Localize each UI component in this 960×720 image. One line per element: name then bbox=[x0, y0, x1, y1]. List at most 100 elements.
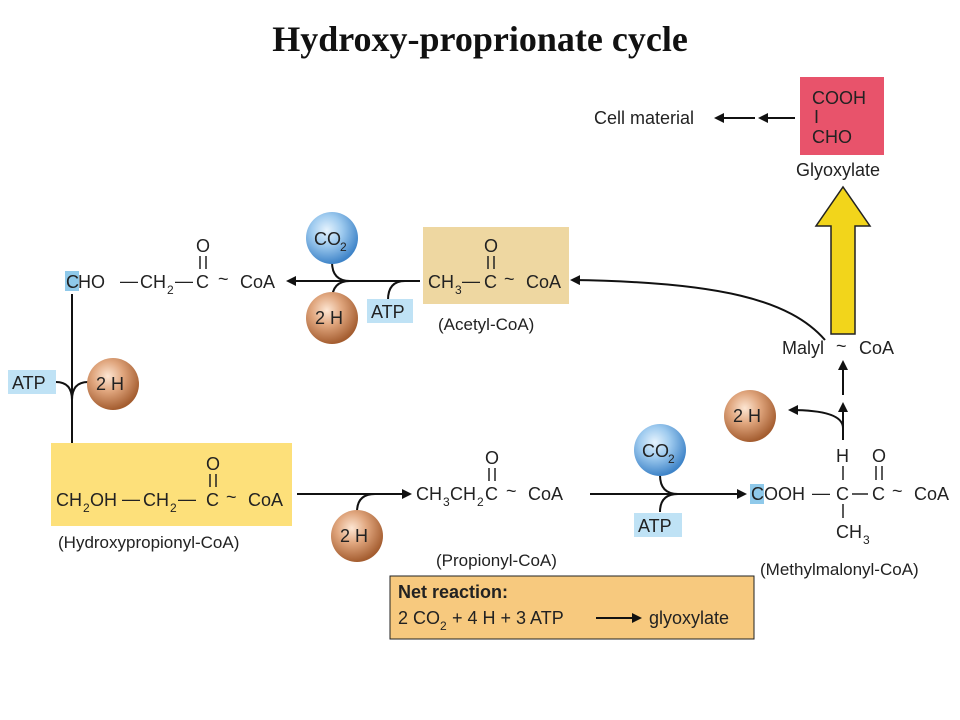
methylmalonyl-h: H bbox=[836, 446, 849, 466]
net-reaction-eq-a: 2 CO bbox=[398, 608, 440, 628]
net-reaction-label: Net reaction: bbox=[398, 582, 508, 602]
hydroxy-ch2oh: CH bbox=[56, 490, 82, 510]
methylmalonyl-c1: C bbox=[836, 484, 849, 504]
two-h-ball-left bbox=[87, 358, 139, 410]
aldehyde-tilde: ~ bbox=[218, 269, 229, 289]
acetyl-coa: CoA bbox=[526, 272, 561, 292]
cell-material-label: Cell material bbox=[594, 108, 694, 128]
two-h-curve-bottom bbox=[356, 493, 376, 513]
aldehyde-ho: HO bbox=[78, 272, 105, 292]
atp-curve-top bbox=[387, 280, 406, 301]
hydroxy-oh: OH bbox=[90, 490, 117, 510]
aldehyde-c: C bbox=[66, 272, 79, 292]
aldehyde-ch2: CH bbox=[140, 272, 166, 292]
methylmalonyl-ch3-sub: 3 bbox=[863, 533, 870, 547]
atp-box-top bbox=[367, 299, 413, 323]
diagram-title: Hydroxy-proprionate cycle bbox=[272, 19, 688, 59]
propionyl-sub3: 3 bbox=[443, 495, 450, 509]
glyoxylate-label: Glyoxylate bbox=[796, 160, 880, 180]
net-reaction-box bbox=[389, 575, 755, 640]
two-h-ball-bottom bbox=[331, 510, 383, 562]
co2-curve-bottom bbox=[659, 474, 679, 495]
methylmalonyl-ch3: CH bbox=[836, 522, 862, 542]
propionyl-ch: CH bbox=[416, 484, 442, 504]
hydroxy-o: O bbox=[206, 454, 220, 474]
acetyl-tilde: ~ bbox=[504, 269, 515, 289]
hydroxy-coa: CoA bbox=[248, 490, 283, 510]
atp-left-label: ATP bbox=[12, 373, 46, 393]
atp-bottom-label: ATP bbox=[638, 516, 672, 536]
acetyl-c: C bbox=[484, 272, 497, 292]
aldehyde-dash2: — bbox=[175, 271, 193, 291]
aldehyde-c-carbonyl: C bbox=[196, 272, 209, 292]
propionyl-tilde: ~ bbox=[506, 481, 517, 501]
atp-curve-left bbox=[55, 381, 73, 401]
net-reaction-eq-b: + 4 H + 3 ATP bbox=[452, 608, 564, 628]
two-h-ball-top bbox=[306, 292, 358, 344]
acetyl-o: O bbox=[484, 236, 498, 256]
methylmalonyl-coa: CoA bbox=[914, 484, 949, 504]
aldehyde-o: O bbox=[196, 236, 210, 256]
two-h-bottom-label: 2 H bbox=[340, 526, 368, 546]
hydroxy-tilde: ~ bbox=[226, 487, 237, 507]
atp-top-label: ATP bbox=[371, 302, 405, 322]
malyl-tilde: ~ bbox=[836, 336, 847, 356]
hydroxy-dash2: — bbox=[178, 489, 196, 509]
hydroxypropionyl-coa-box bbox=[51, 443, 292, 526]
glyoxylate-cooh: COOH bbox=[812, 88, 866, 108]
propionyl-o: O bbox=[485, 448, 499, 468]
co2-bottom-sub: 2 bbox=[668, 452, 675, 466]
two-h-right-label: 2 H bbox=[733, 406, 761, 426]
propionyl-coa-label: (Propionyl-CoA) bbox=[436, 551, 557, 570]
aldehyde-dash1: — bbox=[120, 271, 138, 291]
co2-uptake-curve-top bbox=[331, 261, 351, 282]
acetyl-ch3-sub: 3 bbox=[455, 283, 462, 297]
co2-ball-top bbox=[306, 212, 358, 264]
acetyl-coa-box bbox=[423, 227, 569, 304]
propionyl-sub2: 2 bbox=[477, 495, 484, 509]
propionyl-ch2: CH bbox=[450, 484, 476, 504]
aldehyde-c-highlight bbox=[65, 271, 79, 291]
methylmalonyl-c-highlight-text: C bbox=[751, 484, 764, 504]
propionyl-c: C bbox=[485, 484, 498, 504]
glyoxylate-cho: CHO bbox=[812, 127, 852, 147]
hydroxy-dash1: — bbox=[122, 489, 140, 509]
atp-curve-bottom bbox=[659, 493, 679, 513]
malyl-label: Malyl bbox=[782, 338, 824, 358]
hydroxy-c: C bbox=[206, 490, 219, 510]
methylmalonyl-dash: — bbox=[812, 483, 830, 503]
methylmalonyl-o: O bbox=[872, 446, 886, 466]
aldehyde-ch2-sub: 2 bbox=[167, 283, 174, 297]
acetyl-coa-label: (Acetyl-CoA) bbox=[438, 315, 534, 334]
two-h-top-label: 2 H bbox=[315, 308, 343, 328]
net-reaction-eq-sub: 2 bbox=[440, 619, 447, 633]
methylmalonyl-ooh: OOH bbox=[764, 484, 805, 504]
methylmalonyl-coa-label: (Methylmalonyl-CoA) bbox=[760, 560, 919, 579]
hydroxypropionyl-coa-label: (Hydroxypropionyl-CoA) bbox=[58, 533, 239, 552]
co2-ball-bottom bbox=[634, 424, 686, 476]
atp-box-left bbox=[8, 370, 56, 394]
methylmalonyl-tilde: ~ bbox=[892, 481, 903, 501]
hydroxy-ch2: CH bbox=[143, 490, 169, 510]
two-h-left-label: 2 H bbox=[96, 374, 124, 394]
hydroxy-ch2oh-sub: 2 bbox=[83, 501, 90, 515]
glyoxylate-bond: I bbox=[814, 107, 819, 127]
co2-bottom-label: CO bbox=[642, 441, 669, 461]
acetyl-dash: — bbox=[462, 271, 480, 291]
methylmalonyl-c2: C bbox=[872, 484, 885, 504]
glyoxylate-box bbox=[800, 77, 884, 155]
two-h-curve-left bbox=[71, 381, 89, 401]
two-h-release-curve bbox=[788, 405, 844, 429]
net-reaction-product: glyoxylate bbox=[649, 608, 729, 628]
big-yellow-arrow bbox=[814, 185, 872, 335]
arrow-malyl-to-acetyl bbox=[570, 275, 826, 341]
methylmalonyl-c-highlight bbox=[750, 484, 764, 504]
two-h-ball-right bbox=[724, 390, 776, 442]
co2-top-label: CO bbox=[314, 229, 341, 249]
atp-box-bottom bbox=[634, 513, 682, 537]
hydroxy-ch2-sub: 2 bbox=[170, 501, 177, 515]
malyl-coa: CoA bbox=[859, 338, 894, 358]
propionyl-coa: CoA bbox=[528, 484, 563, 504]
co2-top-sub: 2 bbox=[340, 240, 347, 254]
